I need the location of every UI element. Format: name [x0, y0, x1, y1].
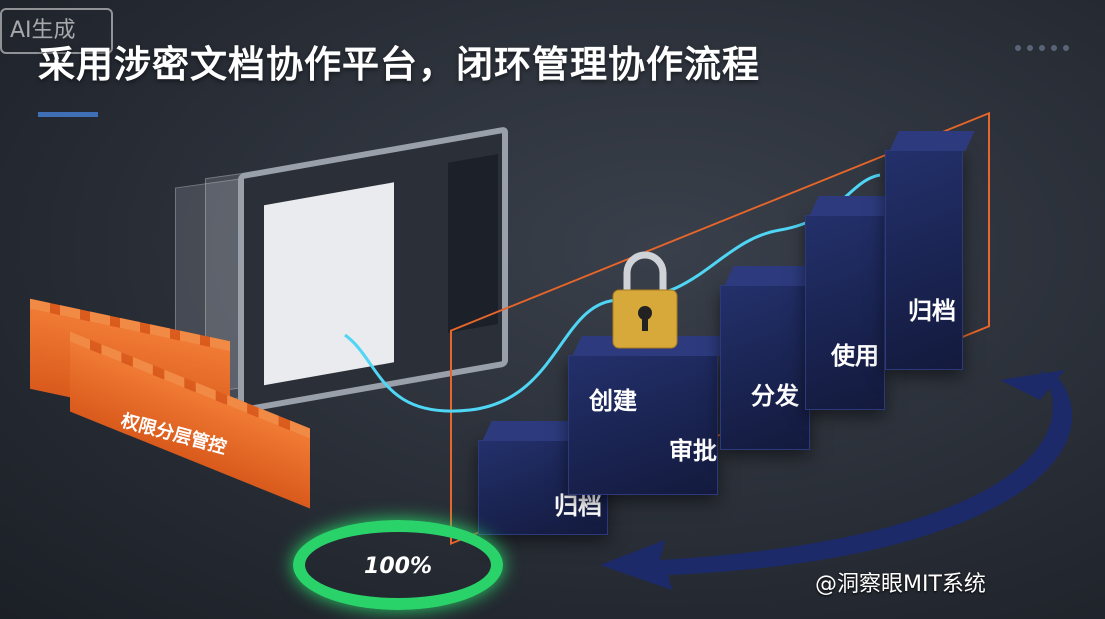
ai-generated-badge: AI生成	[0, 8, 113, 54]
page-title: 采用涉密文档协作平台，闭环管理协作流程	[38, 43, 760, 86]
block-create-approve: 创建审批	[568, 336, 730, 495]
block-use: 使用	[805, 196, 897, 410]
block-distribute: 分发	[720, 266, 822, 450]
progress-ring: 100%	[293, 520, 503, 610]
padlock-icon	[612, 251, 678, 349]
cycle-arrow-head	[1000, 370, 1065, 400]
watermark: @洞察眼MIT系统	[815, 572, 986, 597]
title-underline	[38, 112, 98, 117]
cycle-arrow-icon	[600, 370, 1073, 590]
progress-label: 100%	[364, 554, 432, 579]
decorative-dots	[1015, 45, 1069, 51]
block-archive-2: 归档	[885, 131, 975, 370]
